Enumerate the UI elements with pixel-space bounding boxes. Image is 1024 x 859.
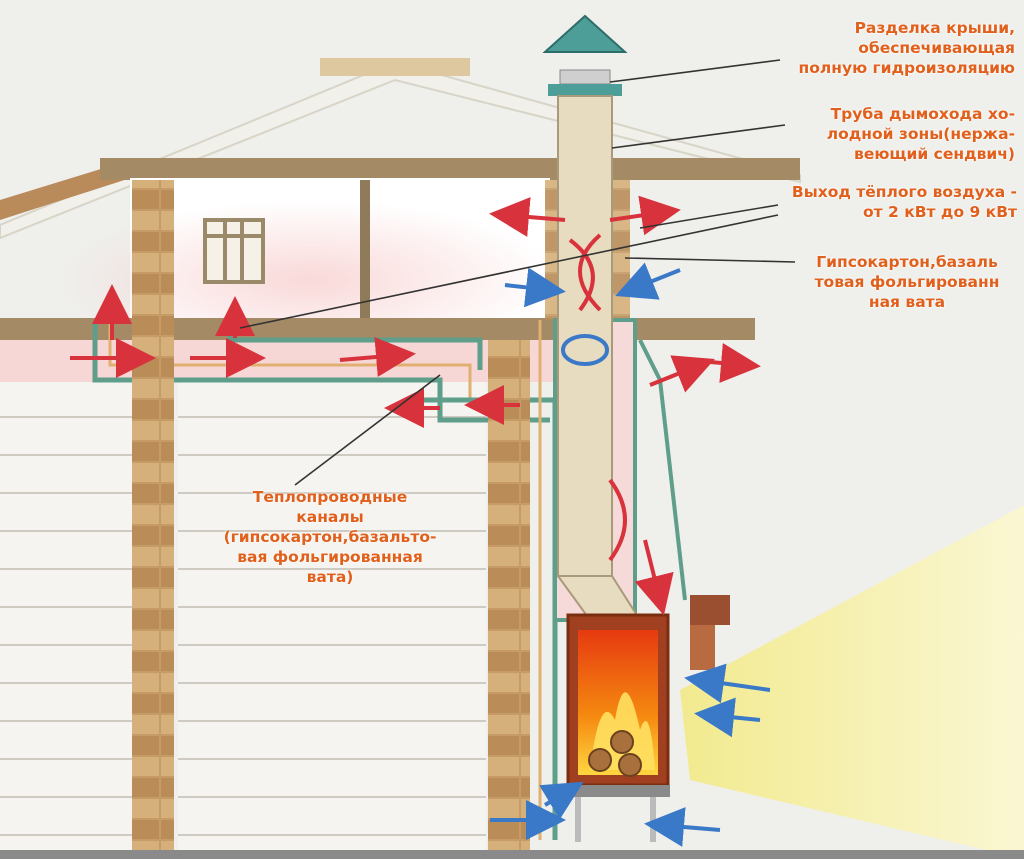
label-cold-zone-pipe: Труба дымохода хо- лодной зоны(нержа- ве… [745,104,1015,164]
label-roof-seal: Разделка крыши, обеспечивающая полную ги… [725,18,1015,78]
label-warm-air-output: Выход тёплого воздуха - от 2 кВт до 9 кВ… [735,182,1017,222]
leader-lines [239,59,796,486]
leader-drywall [624,257,796,263]
label-line: каналы [296,508,364,526]
label-line: вата) [306,568,354,586]
warm-light-beam [680,505,1024,859]
label-line: веющий сендвич) [854,145,1015,163]
label-drywall-insulation: Гипсокартон,базаль товая фольгированн на… [790,252,1024,312]
label-line: ная вата [868,293,946,311]
label-line: Разделка крыши, [854,19,1015,37]
roof [0,58,801,240]
brick-column-left [132,180,174,850]
label-line: Гипсокартон,базаль [816,253,998,271]
attic-window [203,218,265,284]
brick-column-right [488,340,530,850]
label-line: от 2 кВт до 9 кВт [863,203,1017,221]
label-line: полную гидроизоляцию [798,59,1015,77]
label-line: обеспечивающая [858,39,1015,57]
floor [0,850,1024,859]
label-line: вая фольгированная [237,548,423,566]
mantel-shelf [690,595,730,625]
ground-floor-wall-center [178,380,486,850]
chimney-cap [542,14,628,53]
heat-channels [0,320,560,840]
label-line: (гипсокартон,базальто- [223,528,437,546]
cold-air-arrows [490,262,771,847]
warm-air-arrows [70,195,761,616]
label-line: Теплопроводные [252,488,408,506]
firewood-logs [588,730,642,777]
leader-warm-air-a [639,204,779,229]
fireplace [565,613,670,842]
label-line: Труба дымохода хо- [830,105,1015,123]
leader-heat-channels [294,374,441,486]
label-line: Выход тёплого воздуха - [791,183,1017,201]
label-line: лодной зоны(нержа- [826,125,1015,143]
leader-warm-air-b [239,214,779,329]
label-heat-channels: Теплопроводные каналы (гипсокартон,базал… [195,487,465,587]
ground-floor-wall-left [0,380,140,850]
leader-cold-zone-pipe [611,124,786,149]
leader-roof-seal [609,59,781,83]
label-line: товая фольгированн [814,273,1000,291]
